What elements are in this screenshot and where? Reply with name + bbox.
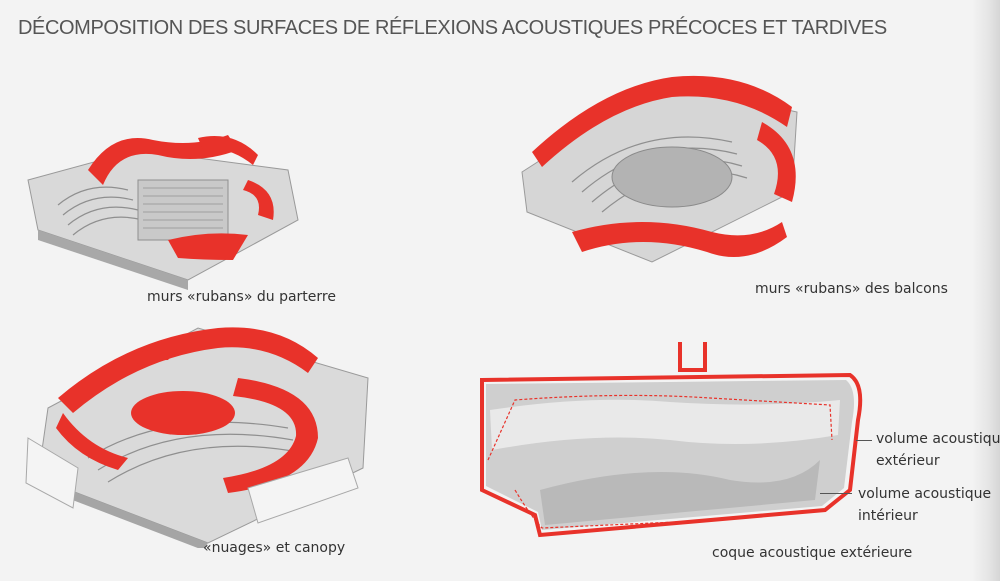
caption-nuages: «nuages» et canopy (203, 540, 346, 556)
label-volume-exterieur-1: volume acoustique (876, 431, 1000, 447)
caption-coque: coque acoustique extérieure (712, 545, 913, 561)
leader-interieur (820, 493, 852, 494)
balcons-model (521, 75, 798, 263)
leader-exterieur (856, 440, 872, 441)
nuages-model (25, 327, 369, 548)
label-volume-interieur-1: volume acoustique (858, 486, 992, 502)
caption-parterre: murs «rubans» du parterre (147, 289, 336, 305)
label-volume-interieur-2: intérieur (858, 508, 918, 524)
label-volume-exterieur-2: extérieur (876, 453, 940, 469)
page-fold-shadow (972, 0, 1000, 581)
caption-balcons: murs «rubans» des balcons (755, 281, 948, 297)
coque-section (480, 342, 863, 538)
parterre-model (27, 135, 299, 290)
page-title: DÉCOMPOSITION DES SURFACES DE RÉFLEXIONS… (18, 17, 887, 39)
